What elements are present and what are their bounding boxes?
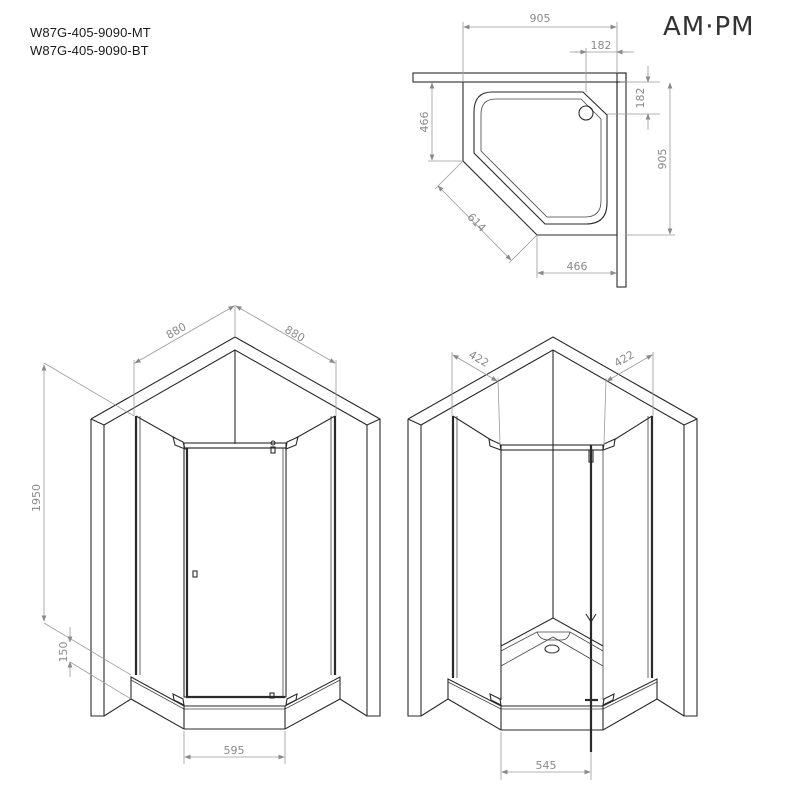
dim-top-depth: 905 <box>656 149 669 170</box>
dim-opening-width: 545 <box>536 759 557 772</box>
dim-side-bottom: 466 <box>567 260 588 273</box>
dim-height: 1950 <box>30 484 43 512</box>
model-code-mt: W87G-405-9090-MT <box>30 25 151 40</box>
brand-logo: AM·PM <box>663 12 755 42</box>
dim-side-a: 422 <box>466 348 491 370</box>
front-view-open: 422 422 545 <box>407 336 698 780</box>
dim-door-width: 595 <box>224 744 245 757</box>
dim-tray-height: 150 <box>57 642 70 663</box>
dim-wall-b: 880 <box>282 323 307 345</box>
front-view-closed: 880 880 1950 150 595 <box>30 305 381 764</box>
dim-side-b: 422 <box>612 348 637 370</box>
dim-diagonal: 614 <box>464 211 488 235</box>
dim-top-width: 905 <box>530 12 551 25</box>
model-codes: W87G-405-9090-MT W87G-405-9090-BT <box>30 24 151 60</box>
top-view-tray-plan: 905 182 182 905 466 614 466 <box>412 12 675 288</box>
dim-wall-a: 880 <box>164 320 189 342</box>
dim-corner-x: 182 <box>591 39 612 52</box>
dim-corner-y: 182 <box>634 88 647 109</box>
dim-side-left: 466 <box>418 112 431 133</box>
model-code-bt: W87G-405-9090-BT <box>30 43 149 58</box>
door-handle-icon <box>192 570 198 578</box>
